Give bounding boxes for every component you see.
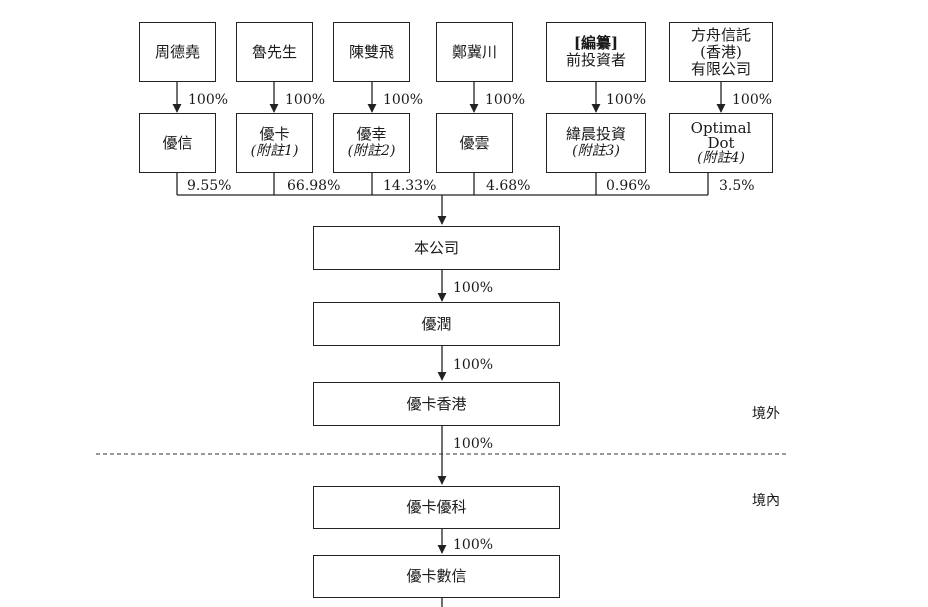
holder-label: Optimal: [690, 118, 752, 137]
holding-pct-label: 66.98%: [287, 178, 341, 194]
holder-label: 優信: [162, 133, 193, 152]
holder-youxin: 優信: [139, 113, 216, 173]
owner-chen-shuangfei: 陳雙飛: [333, 22, 410, 82]
holding-pct-label: 0.96%: [606, 178, 651, 194]
owner-label-3: 有限公司: [690, 59, 751, 78]
owner-previous-investors: [編纂] 前投資者: [546, 22, 646, 82]
holder-label: 優雲: [459, 133, 490, 152]
holder-note: (附註1): [250, 143, 299, 159]
holding-pct-label: 9.55%: [187, 178, 232, 194]
chain-pct-label: 100%: [453, 357, 494, 373]
holder-note: (附註4): [697, 149, 745, 166]
holder-label: 優卡: [259, 125, 290, 143]
holder-optimal-dot: Optimal Dot (附註4): [669, 113, 773, 173]
owner-pct-label: 100%: [285, 92, 326, 108]
owner-mr-lu: 魯先生: [236, 22, 313, 82]
holder-label: 緯晨投資: [565, 125, 626, 143]
owner-label: 方舟信託: [690, 25, 751, 44]
company-box: 本公司: [313, 226, 560, 270]
chain-pct-label: 100%: [453, 436, 494, 452]
owner-label-2: (香港): [700, 42, 742, 61]
holder-youxing: 優幸 (附註2): [333, 113, 410, 173]
holder-youyun: 優雲: [436, 113, 513, 173]
chain-label: 優潤: [421, 314, 452, 333]
holding-pct-label: 14.33%: [383, 178, 437, 194]
owner-ark-trust: 方舟信託 (香港) 有限公司: [669, 22, 773, 82]
holder-label-2: Dot: [707, 133, 735, 152]
owner-pct-label: 100%: [732, 92, 773, 108]
owner-pct-label: 100%: [188, 92, 229, 108]
region-offshore-label: 境外: [752, 406, 780, 422]
chain-label: 優卡香港: [406, 394, 467, 413]
holder-label: 優幸: [356, 125, 387, 143]
chain-label: 優卡優科: [406, 498, 467, 516]
owner-pct-label: 100%: [606, 92, 647, 108]
owner-label: 前投資者: [565, 51, 626, 69]
owner-zhou-dexiao: 周德堯: [139, 22, 216, 82]
owner-label: 鄭冀川: [451, 42, 497, 61]
owner-label: 陳雙飛: [348, 42, 394, 61]
holder-note: (附註2): [347, 143, 396, 159]
owner-label: 魯先生: [251, 42, 297, 61]
holder-weichen-investment: 緯晨投資 (附註3): [546, 113, 646, 173]
chain-pct-label: 100%: [453, 537, 494, 553]
youka-shuxin-box: 優卡數信: [313, 555, 560, 598]
chain-label: 優卡數信: [406, 567, 467, 585]
holding-pct-label: 3.5%: [719, 178, 755, 194]
holder-youka: 優卡 (附註1): [236, 113, 313, 173]
owner-pct-label: 100%: [383, 92, 424, 108]
youka-hk-box: 優卡香港: [313, 382, 560, 426]
region-onshore-label: 境內: [752, 493, 780, 509]
holder-note: (附註3): [572, 143, 620, 159]
owner-label: 周德堯: [154, 42, 200, 61]
youka-youke-box: 優卡優科: [313, 486, 560, 529]
yourun-box: 優潤: [313, 302, 560, 346]
owner-zheng-jichuan: 鄭冀川: [436, 22, 513, 82]
owner-pct-label: 100%: [485, 92, 526, 108]
owner-tag-redacted: [編纂]: [573, 34, 619, 52]
holding-pct-label: 4.68%: [486, 178, 531, 194]
company-label: 本公司: [413, 238, 459, 257]
chain-pct-label: 100%: [453, 280, 494, 296]
